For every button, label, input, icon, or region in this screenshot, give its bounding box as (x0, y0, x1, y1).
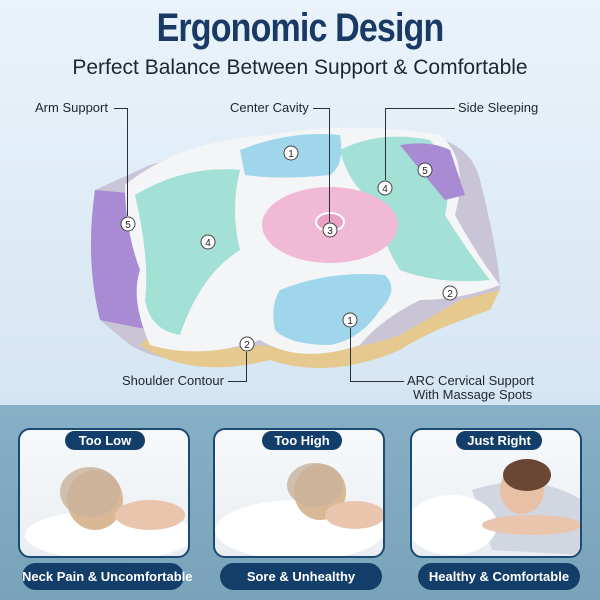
too-low-photo (25, 467, 188, 556)
marker-5 (120, 216, 136, 232)
comparison-card-too-low (18, 428, 190, 558)
callout-line (385, 108, 386, 180)
too-high-photo (215, 463, 383, 556)
marker-2 (442, 285, 458, 301)
callout-line (127, 108, 128, 216)
marker-5 (417, 162, 433, 178)
callout-line (246, 352, 247, 382)
badge-just-right: Just Right (456, 431, 542, 450)
marker-2 (239, 336, 255, 352)
caption-just-right: Healthy & Comfortable (418, 563, 580, 590)
badge-too-low: Too Low (65, 431, 145, 450)
marker-label: 4 (382, 184, 388, 195)
just-right-photo (412, 459, 580, 555)
callout-line (329, 108, 330, 222)
callout-line (350, 328, 351, 382)
marker-label: 4 (205, 238, 211, 249)
callout-line (114, 108, 128, 109)
page-title: Ergonomic Design (156, 6, 445, 50)
side-sleeping-edge (400, 143, 465, 200)
callout-arm-support: Arm Support (35, 100, 108, 115)
marker-label: 3 (327, 226, 333, 237)
callout-side-sleeping: Side Sleeping (458, 100, 539, 115)
marker-label: 1 (347, 316, 353, 327)
marker-label: 5 (125, 220, 131, 231)
callout-center-cavity: Center Cavity (230, 100, 309, 115)
callout-massage-spots: With Massage Spots (413, 387, 533, 402)
callout-arc-support: ARC Cervical Support (407, 373, 535, 388)
zone-4-right (340, 136, 490, 282)
callout-line (228, 381, 247, 382)
callout-line (350, 381, 404, 382)
marker-4 (377, 180, 393, 196)
marker-label: 1 (288, 149, 294, 160)
page-subtitle: Perfect Balance Between Support & Comfor… (72, 56, 528, 79)
zone-1-bottom (273, 274, 392, 345)
shoulder-contour-edge (140, 290, 500, 368)
marker-label: 5 (422, 166, 428, 177)
marker-1 (283, 145, 299, 161)
pillow-illustration: 1 1 2 2 3 4 4 5 5 (91, 127, 500, 368)
callout-line (385, 108, 455, 109)
marker-1 (342, 312, 358, 328)
marker-label: 2 (244, 340, 250, 351)
marker-label: 2 (447, 289, 453, 300)
caption-too-high: Sore & Unhealthy (220, 563, 382, 590)
badge-too-high: Too High (262, 431, 342, 450)
callout-shoulder-contour: Shoulder Contour (122, 373, 224, 388)
zone-4-left (135, 169, 240, 335)
caption-too-low: Neck Pain & Uncomfortable (22, 563, 193, 590)
callout-line (313, 108, 329, 109)
marker-3 (322, 222, 338, 238)
marker-4 (200, 234, 216, 250)
